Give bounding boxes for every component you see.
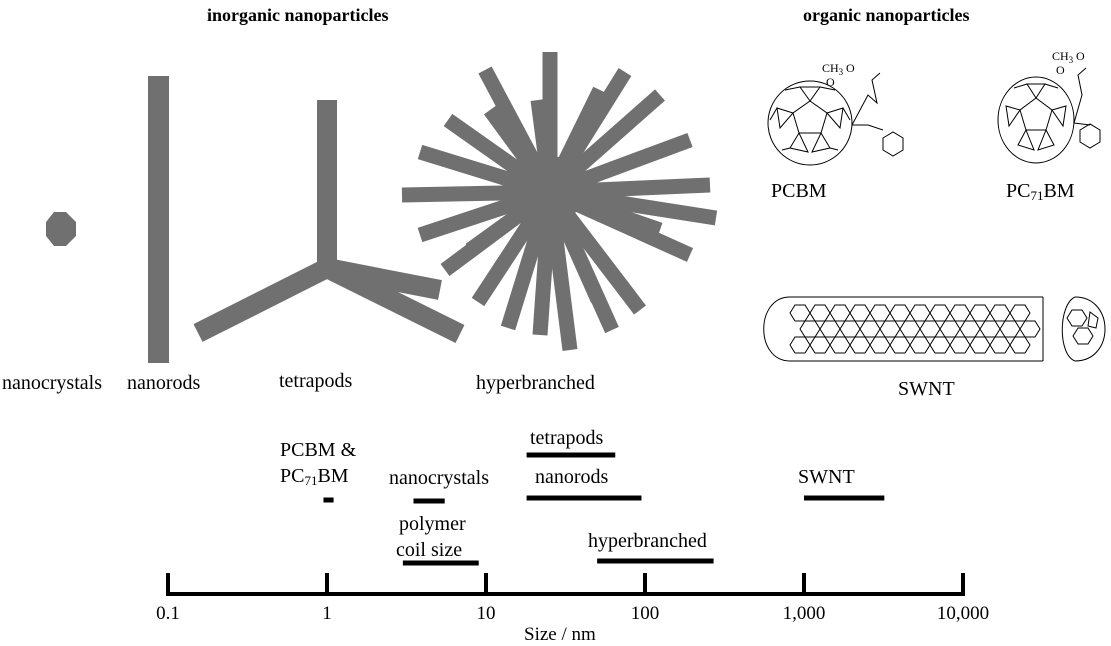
axis-title: Size / nm — [524, 624, 596, 645]
label-pcbm: PCBM — [771, 180, 827, 202]
label-nanocrystals: nanocrystals — [2, 372, 102, 394]
swnt-shape — [763, 296, 1106, 362]
range-label-pcbm-line2: PC71BM — [280, 465, 349, 488]
pcbm-ester-ch3: CH3 — [822, 61, 844, 77]
range-label-pcbm-line1: PCBM & — [280, 439, 357, 461]
range-label-polymer-line1: polymer — [399, 513, 466, 535]
range-label-swnt: SWNT — [798, 466, 855, 488]
inorganic-header: inorganic nanoparticles — [207, 5, 389, 25]
tick-label: 1 — [322, 603, 332, 624]
hyperbranched-core — [516, 156, 584, 224]
tetrapod-shape — [193, 100, 465, 343]
tick-label: 0.1 — [156, 603, 180, 624]
pcbm-ester-o1: O — [846, 61, 855, 75]
pcbm-ester-o2: O — [826, 75, 835, 89]
pc71bm-ester-ch3: CH3 — [1052, 49, 1074, 65]
pcbm-molecule — [767, 72, 904, 166]
nanocrystal-shape — [46, 212, 76, 246]
range-label-hyperbranched: hyperbranched — [588, 530, 707, 552]
tick-label: 10 — [476, 603, 496, 624]
nanorod-shape — [148, 76, 169, 363]
range-label-nanorods: nanorods — [535, 466, 609, 488]
size-axis — [166, 573, 965, 596]
label-tetrapods: tetrapods — [279, 370, 353, 392]
tick-label: 1,000 — [782, 603, 826, 624]
organic-header: organic nanoparticles — [803, 5, 970, 25]
label-nanorods: nanorods — [127, 372, 201, 394]
pc71bm-molecule — [997, 67, 1101, 164]
pc71bm-ester-o1: O — [1076, 49, 1085, 63]
label-hyperbranched: hyperbranched — [476, 372, 595, 394]
range-bars — [323, 452, 885, 566]
tick-label: 100 — [630, 603, 660, 624]
label-swnt: SWNT — [898, 378, 955, 400]
pc71bm-ester-o2: O — [1056, 63, 1065, 77]
range-label-tetrapods: tetrapods — [530, 427, 604, 449]
tick-label: 10,000 — [936, 603, 990, 624]
range-label-nanocrystals: nanocrystals — [389, 467, 489, 489]
swnt-lattice — [789, 304, 1099, 354]
label-pc71bm: PC71BM — [1006, 180, 1075, 203]
range-label-polymer-line2: coil size — [396, 539, 463, 561]
